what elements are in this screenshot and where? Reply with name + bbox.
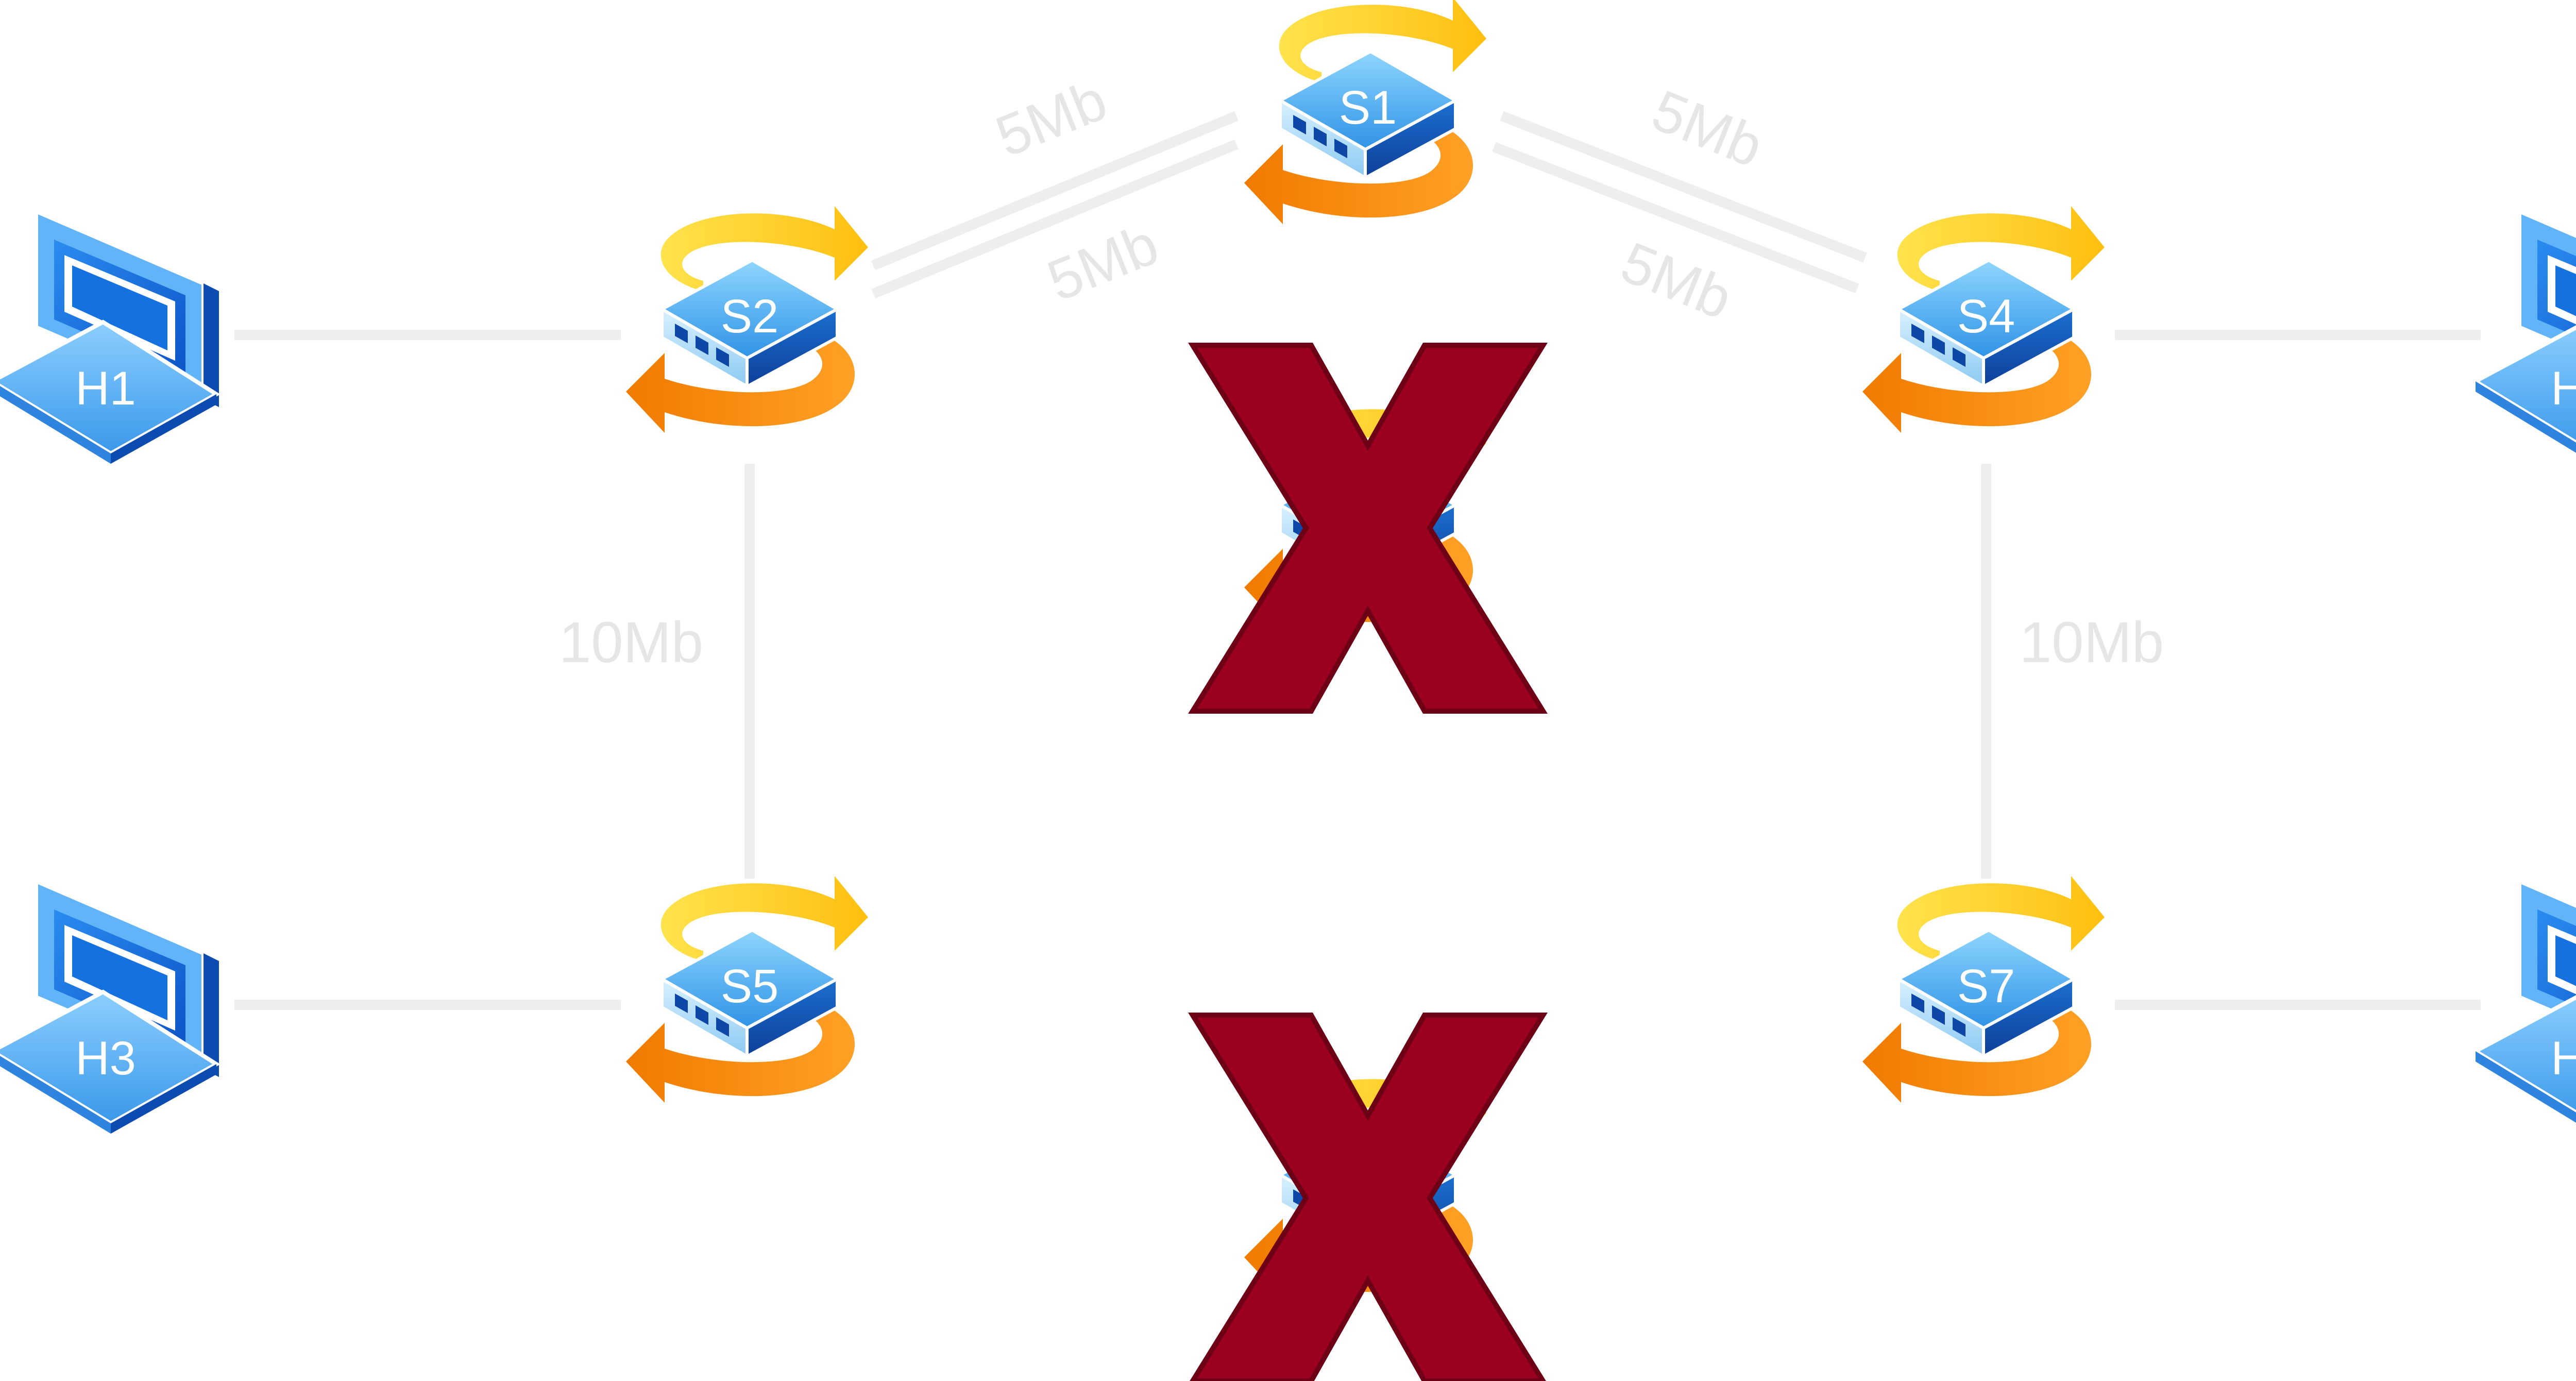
host-label: H4 xyxy=(2551,1032,2576,1085)
laptop-icon xyxy=(2476,211,2576,464)
host-label: H2 xyxy=(2551,362,2576,415)
switch-s2[interactable]: S2 xyxy=(626,206,868,433)
switch-s5[interactable]: S5 xyxy=(626,876,868,1103)
host-h2[interactable]: H2 xyxy=(2476,211,2576,464)
switch-label: S7 xyxy=(1957,960,2015,1013)
switch-s1[interactable]: S1 xyxy=(1244,0,1486,224)
host-label: H3 xyxy=(75,1032,136,1085)
link-label-s1-s4-lower: 5Mb xyxy=(1613,230,1741,332)
link-label-s1-s2-lower: 5Mb xyxy=(1039,212,1167,314)
laptop-icon xyxy=(0,881,219,1134)
switch-label: S4 xyxy=(1957,290,2015,343)
link-s1-s4-a xyxy=(1500,111,1867,263)
link-s1-s4-b xyxy=(1492,142,1859,294)
links xyxy=(234,111,2481,1010)
laptop-icon xyxy=(0,211,219,464)
host-h3[interactable]: H3 xyxy=(0,881,219,1134)
link-label-s1-s4-upper: 5Mb xyxy=(1643,78,1772,180)
laptop-icon xyxy=(2476,881,2576,1134)
failure-x-mark-lower xyxy=(1193,1015,1543,1381)
failure-x-mark-upper xyxy=(1193,345,1543,711)
switch-label: S2 xyxy=(721,290,779,343)
link-label-s4-s7: 10Mb xyxy=(2020,610,2164,675)
host-h1[interactable]: H1 xyxy=(0,211,219,464)
link-s1-s2-a xyxy=(871,111,1239,271)
link-label-s1-s2-upper: 5Mb xyxy=(987,68,1115,170)
link-label-s2-s5: 10Mb xyxy=(559,610,703,675)
switch-s4[interactable]: S4 xyxy=(1862,206,2105,433)
host-h4[interactable]: H4 xyxy=(2476,881,2576,1134)
switch-label: S5 xyxy=(721,960,779,1013)
host-label: H1 xyxy=(75,362,136,415)
switch-s7[interactable]: S7 xyxy=(1862,876,2105,1103)
switch-label: S1 xyxy=(1339,81,1397,134)
link-s1-s2-b xyxy=(871,139,1239,299)
